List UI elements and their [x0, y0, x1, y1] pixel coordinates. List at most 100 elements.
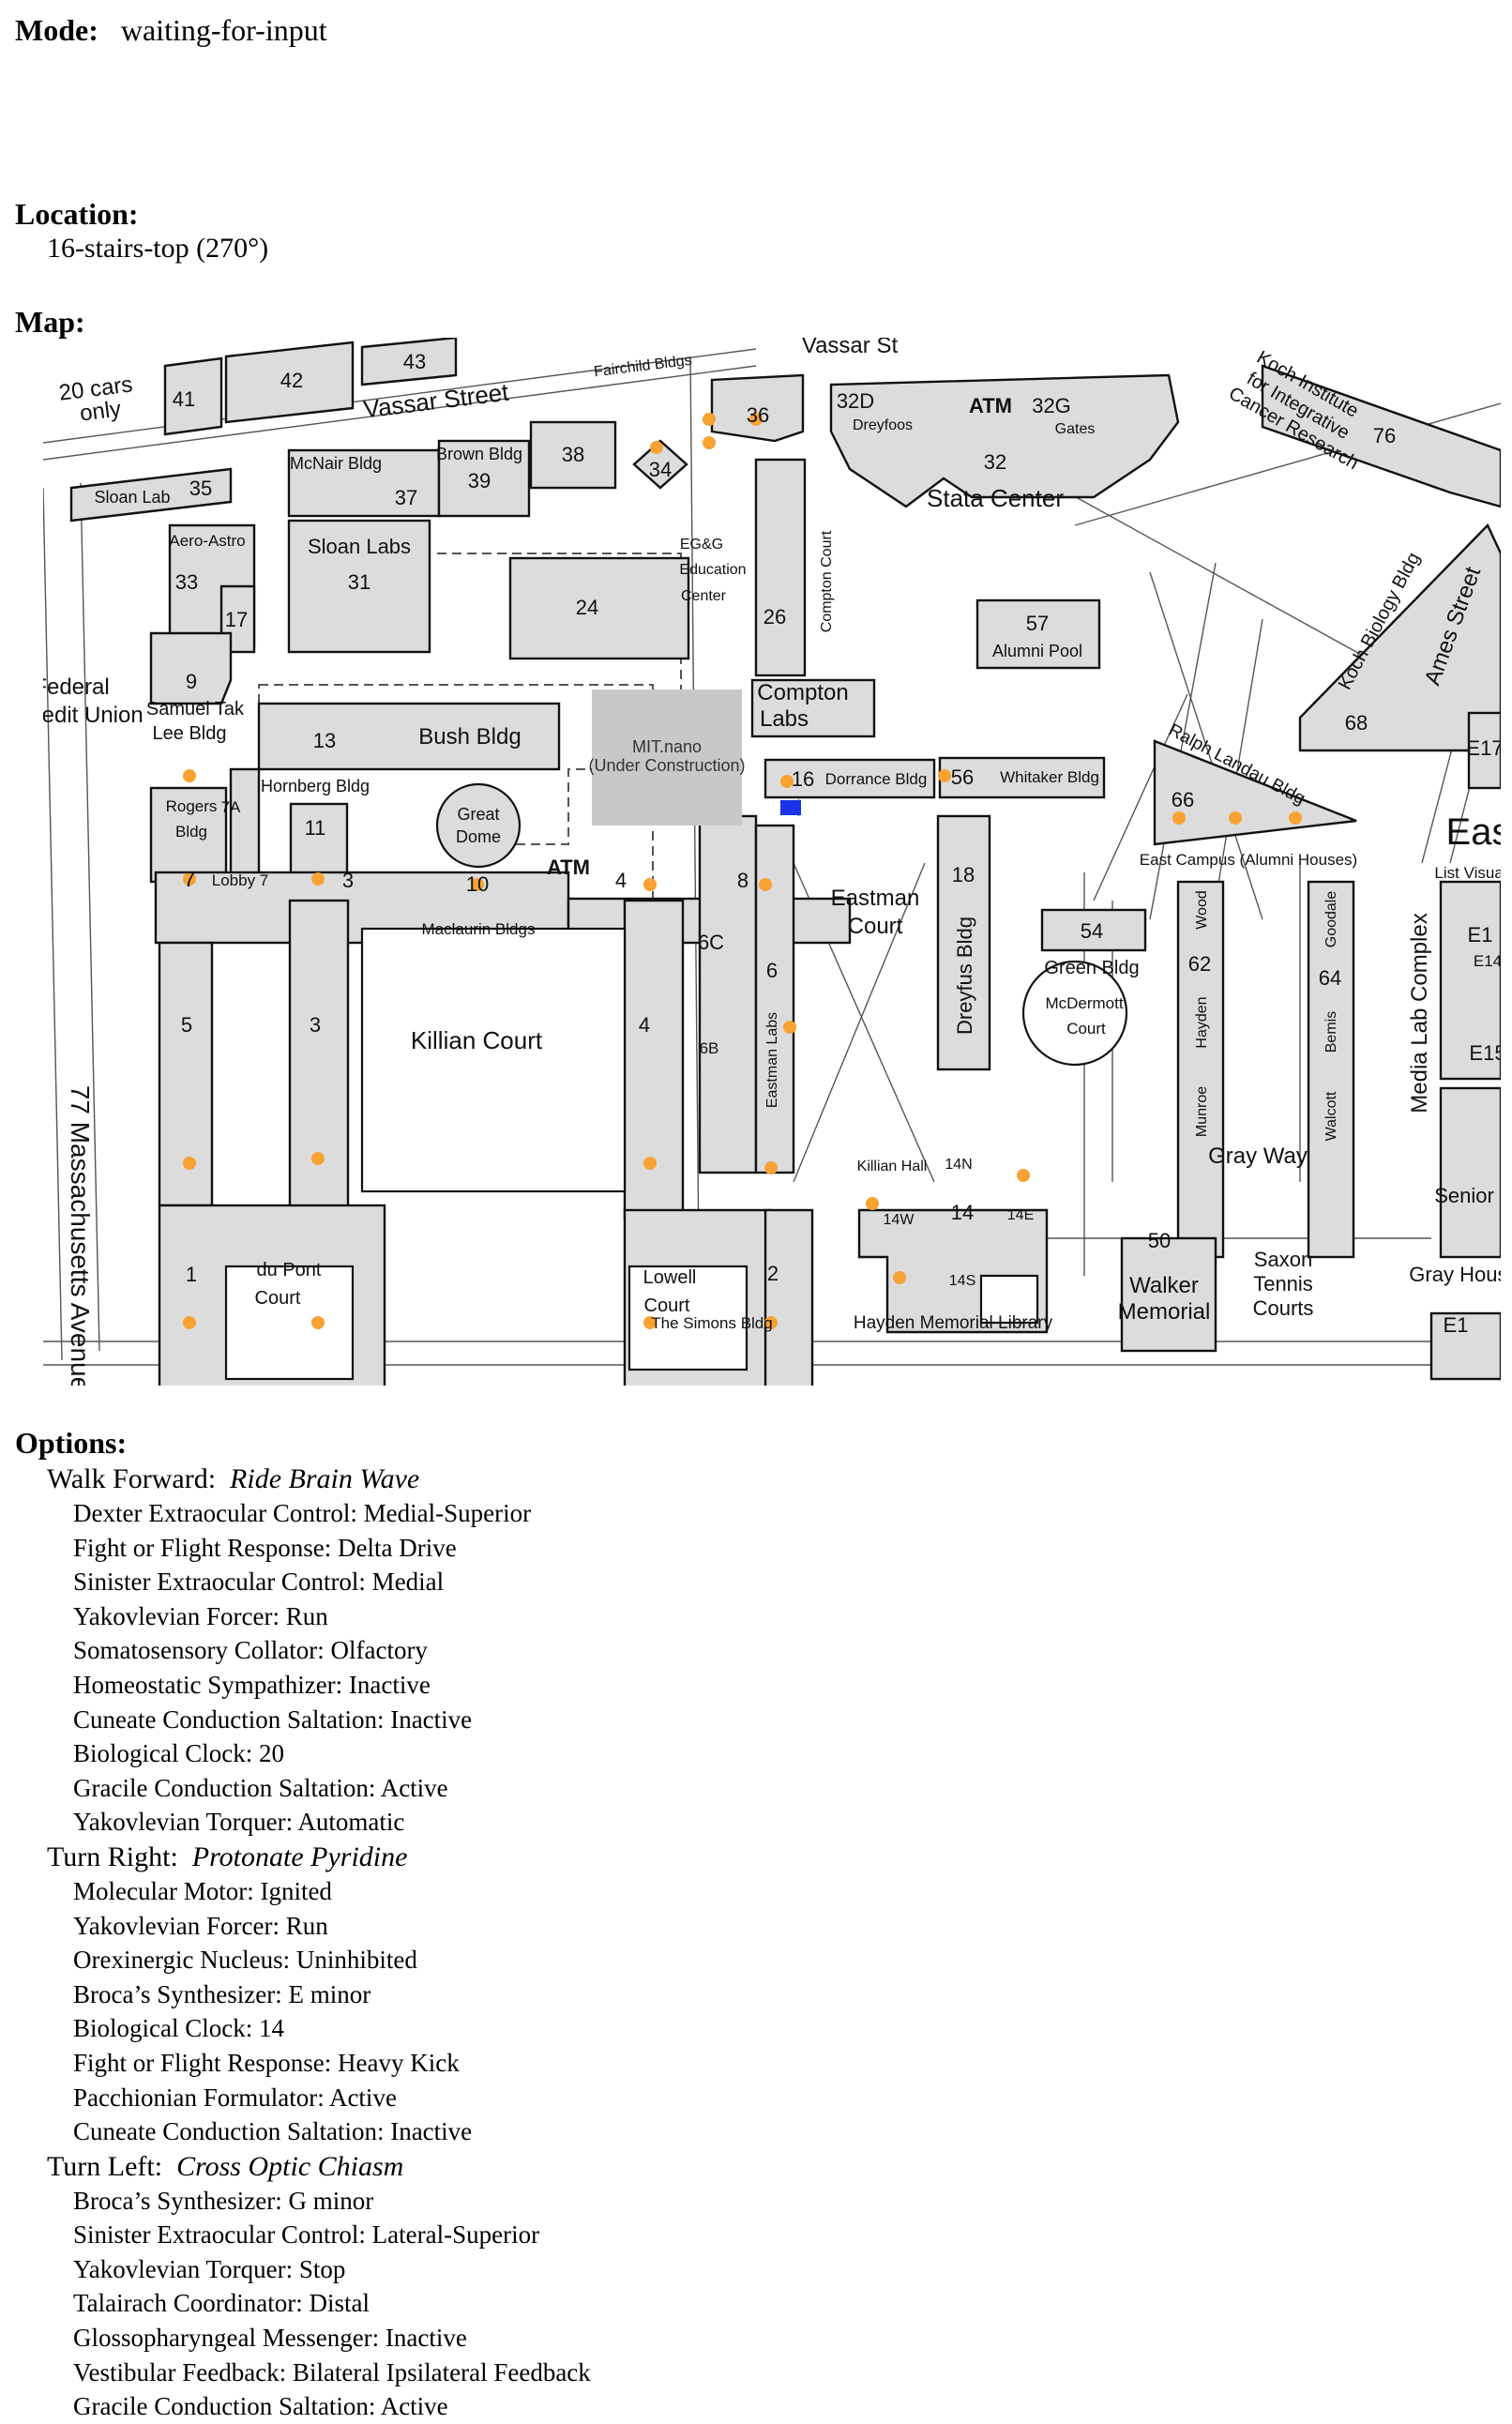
label-6c: 6C: [698, 931, 724, 954]
mode-value: waiting-for-input: [120, 13, 327, 47]
option-action: Walk Forward:: [47, 1463, 217, 1494]
misc-list-visual: List Visual: [1434, 864, 1501, 882]
label-wood: Wood: [1194, 890, 1210, 930]
label-simons: The Simons Bldg: [651, 1314, 772, 1332]
misc-credit-union: Credit Union: [43, 703, 144, 728]
map-label: Map:: [15, 305, 85, 339]
label-6b: 6B: [700, 1039, 719, 1057]
label-samuel: Samuel Tak: [146, 699, 245, 720]
option-detail: Broca’s Synthesizer: E minor: [73, 1979, 371, 2008]
label-10: 10: [466, 872, 489, 896]
option-detail: Yakovlevian Torquer: Stop: [73, 2254, 346, 2283]
street-mass-ave: 77 Massachusetts Avenue: [66, 1085, 95, 1386]
options-label: Options:: [15, 1426, 128, 1460]
label-hornberg: Hornberg Bldg: [261, 777, 370, 795]
label-2: 2: [767, 1262, 779, 1285]
option-walk-forward[interactable]: Walk Forward: Ride Brain Wave Dexter Ext…: [47, 1462, 1454, 1840]
label-32g: 32G: [1032, 394, 1071, 417]
label-31: 31: [348, 570, 370, 594]
current-location-body: [780, 800, 801, 815]
label-50: 50: [1148, 1229, 1171, 1252]
label-33: 33: [175, 570, 198, 594]
label-lobby7: Lobby 7: [212, 871, 269, 889]
option-detail: Gracile Conduction Saltation: Active: [73, 2392, 448, 2421]
label-16: 16: [792, 767, 814, 791]
option-name: Ride Brain Wave: [230, 1463, 420, 1494]
misc-east-campus: East Campus (Alumni Houses): [1140, 851, 1357, 869]
label-3: 3: [342, 869, 354, 892]
label-walcott: Walcott: [1323, 1091, 1339, 1141]
misc-gray-house: Gray House: [1409, 1263, 1501, 1286]
label-compton-labs: Compton: [757, 680, 848, 705]
label-34: 34: [649, 458, 672, 481]
label-37: 37: [395, 486, 417, 509]
label-8: 8: [737, 869, 748, 892]
option-detail: Sinister Extraocular Control: Medial: [73, 1568, 445, 1597]
label-bemis: Bemis: [1323, 1011, 1339, 1053]
label-14s: 14S: [949, 1273, 975, 1289]
label-18: 18: [952, 863, 975, 886]
label-64: 64: [1319, 966, 1341, 990]
label-9: 9: [186, 670, 197, 693]
option-detail: Sinister Extraocular Control: Lateral-Su…: [73, 2220, 540, 2250]
label-munroe: Munroe: [1194, 1086, 1210, 1137]
label-38: 38: [562, 443, 584, 466]
label-4b: 4: [639, 1013, 650, 1037]
label-68: 68: [1345, 711, 1368, 735]
option-detail: Yakovlevian Forcer: Run: [73, 1911, 328, 1940]
label-14e: 14E: [1007, 1207, 1034, 1223]
label-dreyfus: Dreyfus Bldg: [953, 917, 976, 1035]
label-62: 62: [1188, 952, 1211, 976]
label-hayden: Hayden: [1194, 996, 1210, 1048]
misc-federal: Federal: [43, 674, 110, 700]
route-markers: [183, 413, 1302, 1329]
label-42: 42: [280, 369, 303, 392]
option-detail: Orexinergic Nucleus: Uninhibited: [73, 1946, 417, 1975]
label-eastman-labs: Eastman Labs: [764, 1012, 780, 1108]
label-dupont2: Court: [255, 1288, 301, 1309]
label-aero: Aero-Astro: [169, 532, 245, 550]
misc-senior: Senior: [1434, 1184, 1494, 1207]
option-detail: Broca’s Synthesizer: G minor: [73, 2186, 374, 2215]
label-76: 76: [1373, 424, 1396, 447]
label-57: 57: [1026, 612, 1049, 635]
label-1: 1: [186, 1263, 197, 1286]
label-mcnair: McNair Bldg: [290, 454, 382, 473]
label-41: 41: [173, 387, 195, 411]
label-6: 6: [766, 959, 778, 982]
label-sloan-lab: Sloan Lab: [94, 488, 170, 507]
label-bush: Bush Bldg: [418, 724, 521, 750]
label-saxon2: Tennis: [1253, 1272, 1313, 1295]
street-vassar: Vassar Street: [362, 378, 511, 424]
label-56: 56: [951, 765, 974, 789]
label-3b: 3: [310, 1013, 321, 1037]
label-14w: 14W: [884, 1212, 915, 1228]
mit-nano-area: [592, 689, 742, 826]
misc-only: only: [79, 396, 123, 426]
label-killian: Killian Court: [411, 1026, 543, 1054]
option-action: Turn Left:: [47, 2150, 163, 2182]
option-turn-left[interactable]: Turn Left: Cross Optic Chiasm Broca’s Sy…: [47, 2149, 1454, 2424]
label-egg: EG&G: [680, 537, 723, 553]
option-detail: Cuneate Conduction Saltation: Inactive: [73, 2117, 473, 2146]
label-26: 26: [764, 605, 786, 629]
option-turn-right[interactable]: Turn Right: Protonate Pyridine Molecular…: [47, 1840, 1454, 2149]
label-alumni-pool: Alumni Pool: [992, 642, 1082, 660]
option-detail: Fight or Flight Response: Delta Drive: [73, 1533, 457, 1562]
label-nano2: (Under Construction): [588, 756, 745, 775]
label-compton-labs2: Labs: [760, 706, 809, 732]
option-detail: Talairach Coordinator: Distal: [73, 2289, 370, 2318]
mode-line: Mode:waiting-for-input: [15, 13, 327, 48]
option-name: Cross Optic Chiasm: [176, 2150, 404, 2182]
option-detail: Glossopharyngeal Messenger: Inactive: [73, 2324, 467, 2353]
label-32: 32: [984, 450, 1006, 474]
label-mcdermott2: Court: [1066, 1020, 1106, 1038]
label-hayden-lib: Hayden Memorial Library: [854, 1313, 1053, 1333]
label-66: 66: [1172, 788, 1194, 811]
label-e14: E14: [1474, 952, 1501, 970]
label-mcdermott: McDermott: [1045, 994, 1123, 1012]
label-brown: Brown Bldg: [436, 445, 522, 463]
great-dome: [435, 782, 522, 869]
label-sloan-labs: Sloan Labs: [308, 535, 411, 558]
location-label: Location:: [15, 197, 139, 231]
